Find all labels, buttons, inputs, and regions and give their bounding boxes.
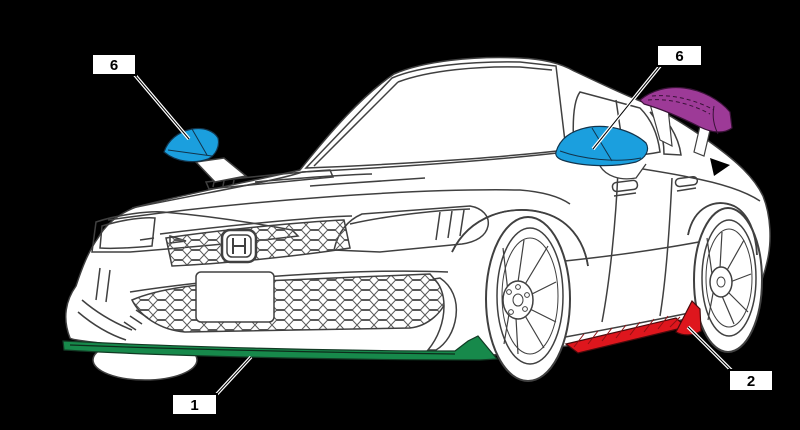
callout-6-left: 6 [91,53,137,76]
front-wheel [485,216,571,382]
roof-inner-line [397,66,553,83]
callout-1: 1 [171,393,218,416]
cowl-line [301,151,567,173]
leader-2 [686,325,734,373]
rear-door-seam [659,177,673,317]
hood-vent [204,169,335,190]
rear-wing-highlight [639,86,733,157]
wiper-left [254,173,373,183]
front-door-seam [601,169,619,323]
callout-6-left-label: 6 [110,57,118,74]
callout-6-right: 6 [656,44,703,67]
door-handle-rear [674,176,699,192]
corner-slats [95,267,111,303]
bumper-beam-line [129,270,449,293]
callout-boxes: 6 6 1 2 [91,44,774,416]
callout-2: 2 [728,369,774,392]
front-wheel-spokes [502,239,557,355]
brand-badge [220,228,258,264]
side-skirt-highlight [564,299,702,354]
front-lip-spoiler-highlight [62,335,499,361]
far-mirror-base [194,157,248,183]
callout-leaders [132,64,734,397]
quarter-trim-wedge [710,158,730,176]
license-plate [195,271,275,323]
leader-6-left [132,72,191,141]
rear-wheel-spokes [706,231,752,325]
callout-6-right-label: 6 [675,48,683,65]
grille-trim-line [159,215,353,235]
left-mirror-highlight [163,127,220,163]
leader-6-right [591,64,662,151]
door-handle-front [611,179,639,197]
splitter-fins [123,309,149,331]
bumper-side-blade [426,277,458,351]
wiper-right [309,177,426,187]
right-mirror-highlight [555,125,649,180]
rear-wheel [693,207,763,353]
hood-seam [107,189,571,221]
leader-1 [214,355,253,397]
front-arch-overlay [451,209,589,267]
rocker-line [559,311,695,339]
callout-1-label: 1 [190,397,198,414]
skirt-hatch-lines [573,315,681,348]
rear-arch-overlay [687,202,758,256]
a-pillar-inner-line [313,81,399,167]
callout-2-label: 2 [747,373,755,390]
right-headlight [333,205,490,253]
corner-canard-lines [77,299,133,341]
